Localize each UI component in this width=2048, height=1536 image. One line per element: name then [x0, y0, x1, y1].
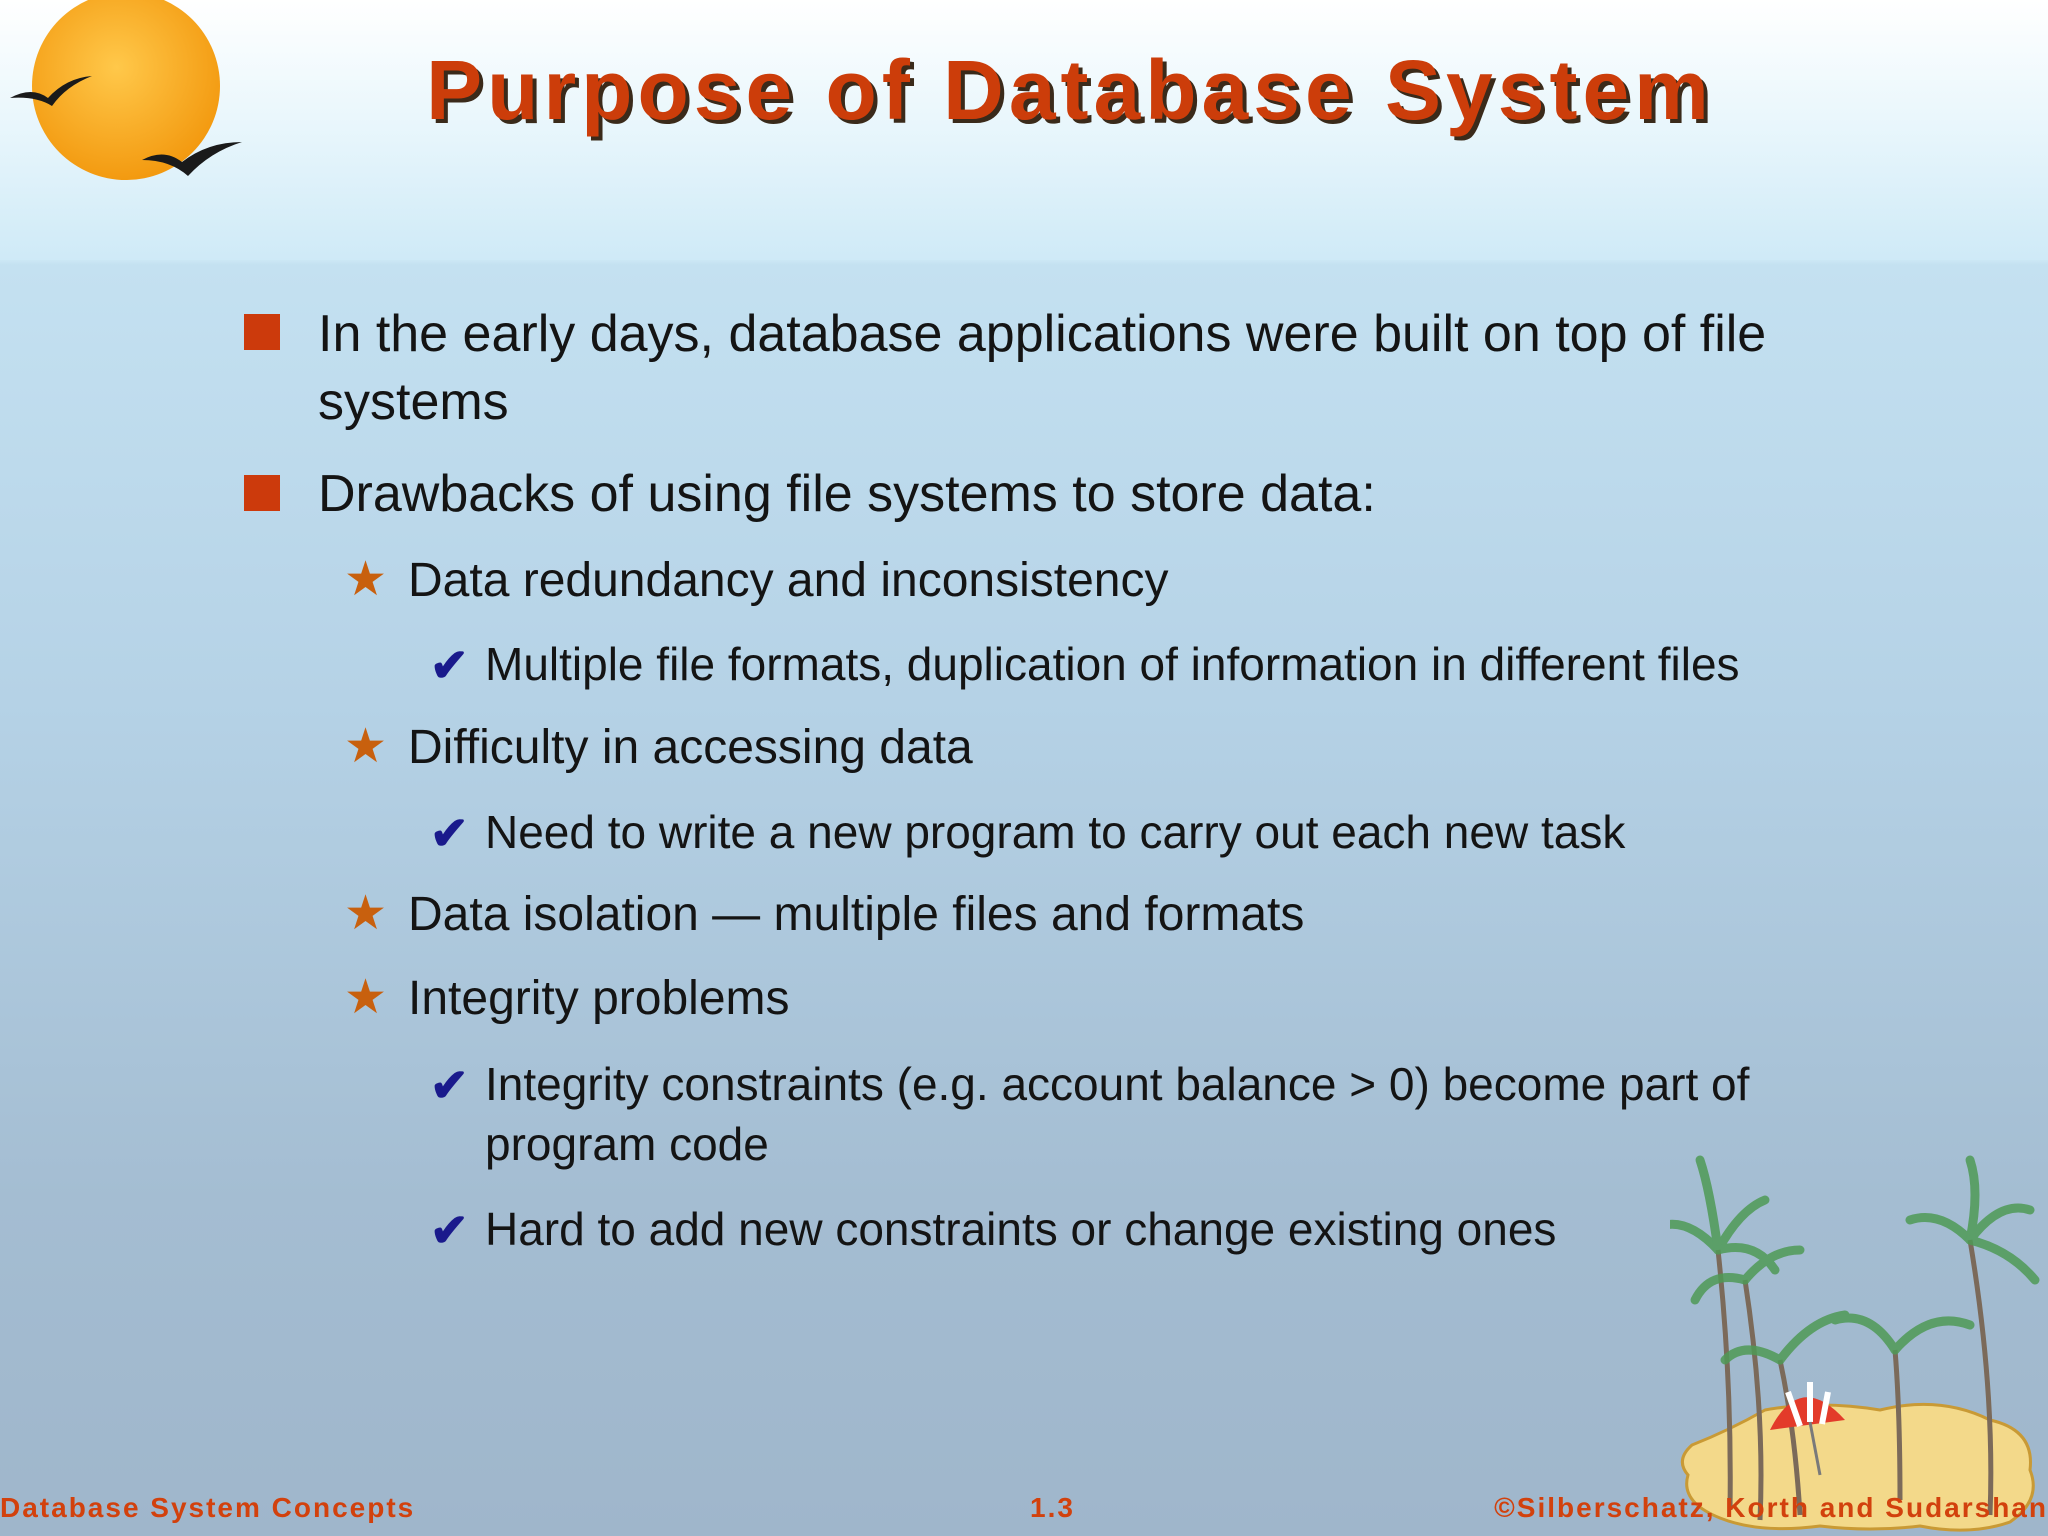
bullet-text: Data isolation — multiple files and form…: [408, 888, 1305, 941]
palm-island-icon: [1670, 1155, 2040, 1532]
checkmark-bullet-icon: ✔: [430, 639, 469, 691]
bullet-text: Multiple file formats, duplication of in…: [485, 638, 1740, 690]
bullet-text: Need to write a new program to carry out…: [485, 806, 1626, 858]
star-bullet-icon: ★: [344, 887, 388, 940]
header-band: [0, 0, 2048, 260]
bullet-text: In the early days, database applications…: [318, 305, 1767, 431]
star-bullet-icon: ★: [344, 720, 388, 773]
checkmark-bullet-icon: ✔: [430, 1059, 469, 1111]
bullet-text: Drawbacks of using file systems to store…: [318, 465, 1376, 523]
bullet-text: Data redundancy and inconsistency: [408, 554, 1169, 607]
bullet-text: Integrity constraints (e.g. account bala…: [485, 1058, 1750, 1170]
star-bullet-icon: ★: [344, 971, 388, 1024]
checkmark-bullet-icon: ✔: [430, 807, 469, 859]
bullet-text: Integrity problems: [408, 972, 790, 1025]
square-bullet-icon: [244, 475, 280, 511]
slide-title: Purpose of Database System: [426, 43, 1714, 137]
footer-slide-number: 1.3: [1030, 1492, 1075, 1523]
square-bullet-icon: [244, 314, 280, 350]
bullet-text: Difficulty in accessing data: [408, 721, 973, 774]
sun-with-birds-icon: [10, 0, 242, 180]
bullet-text: Hard to add new constraints or change ex…: [485, 1203, 1557, 1255]
footer-course-title: Database System Concepts: [0, 1492, 416, 1523]
footer-copyright: ©Silberschatz, Korth and Sudarshan: [1494, 1492, 2048, 1523]
checkmark-bullet-icon: ✔: [430, 1204, 469, 1256]
star-bullet-icon: ★: [344, 553, 388, 606]
